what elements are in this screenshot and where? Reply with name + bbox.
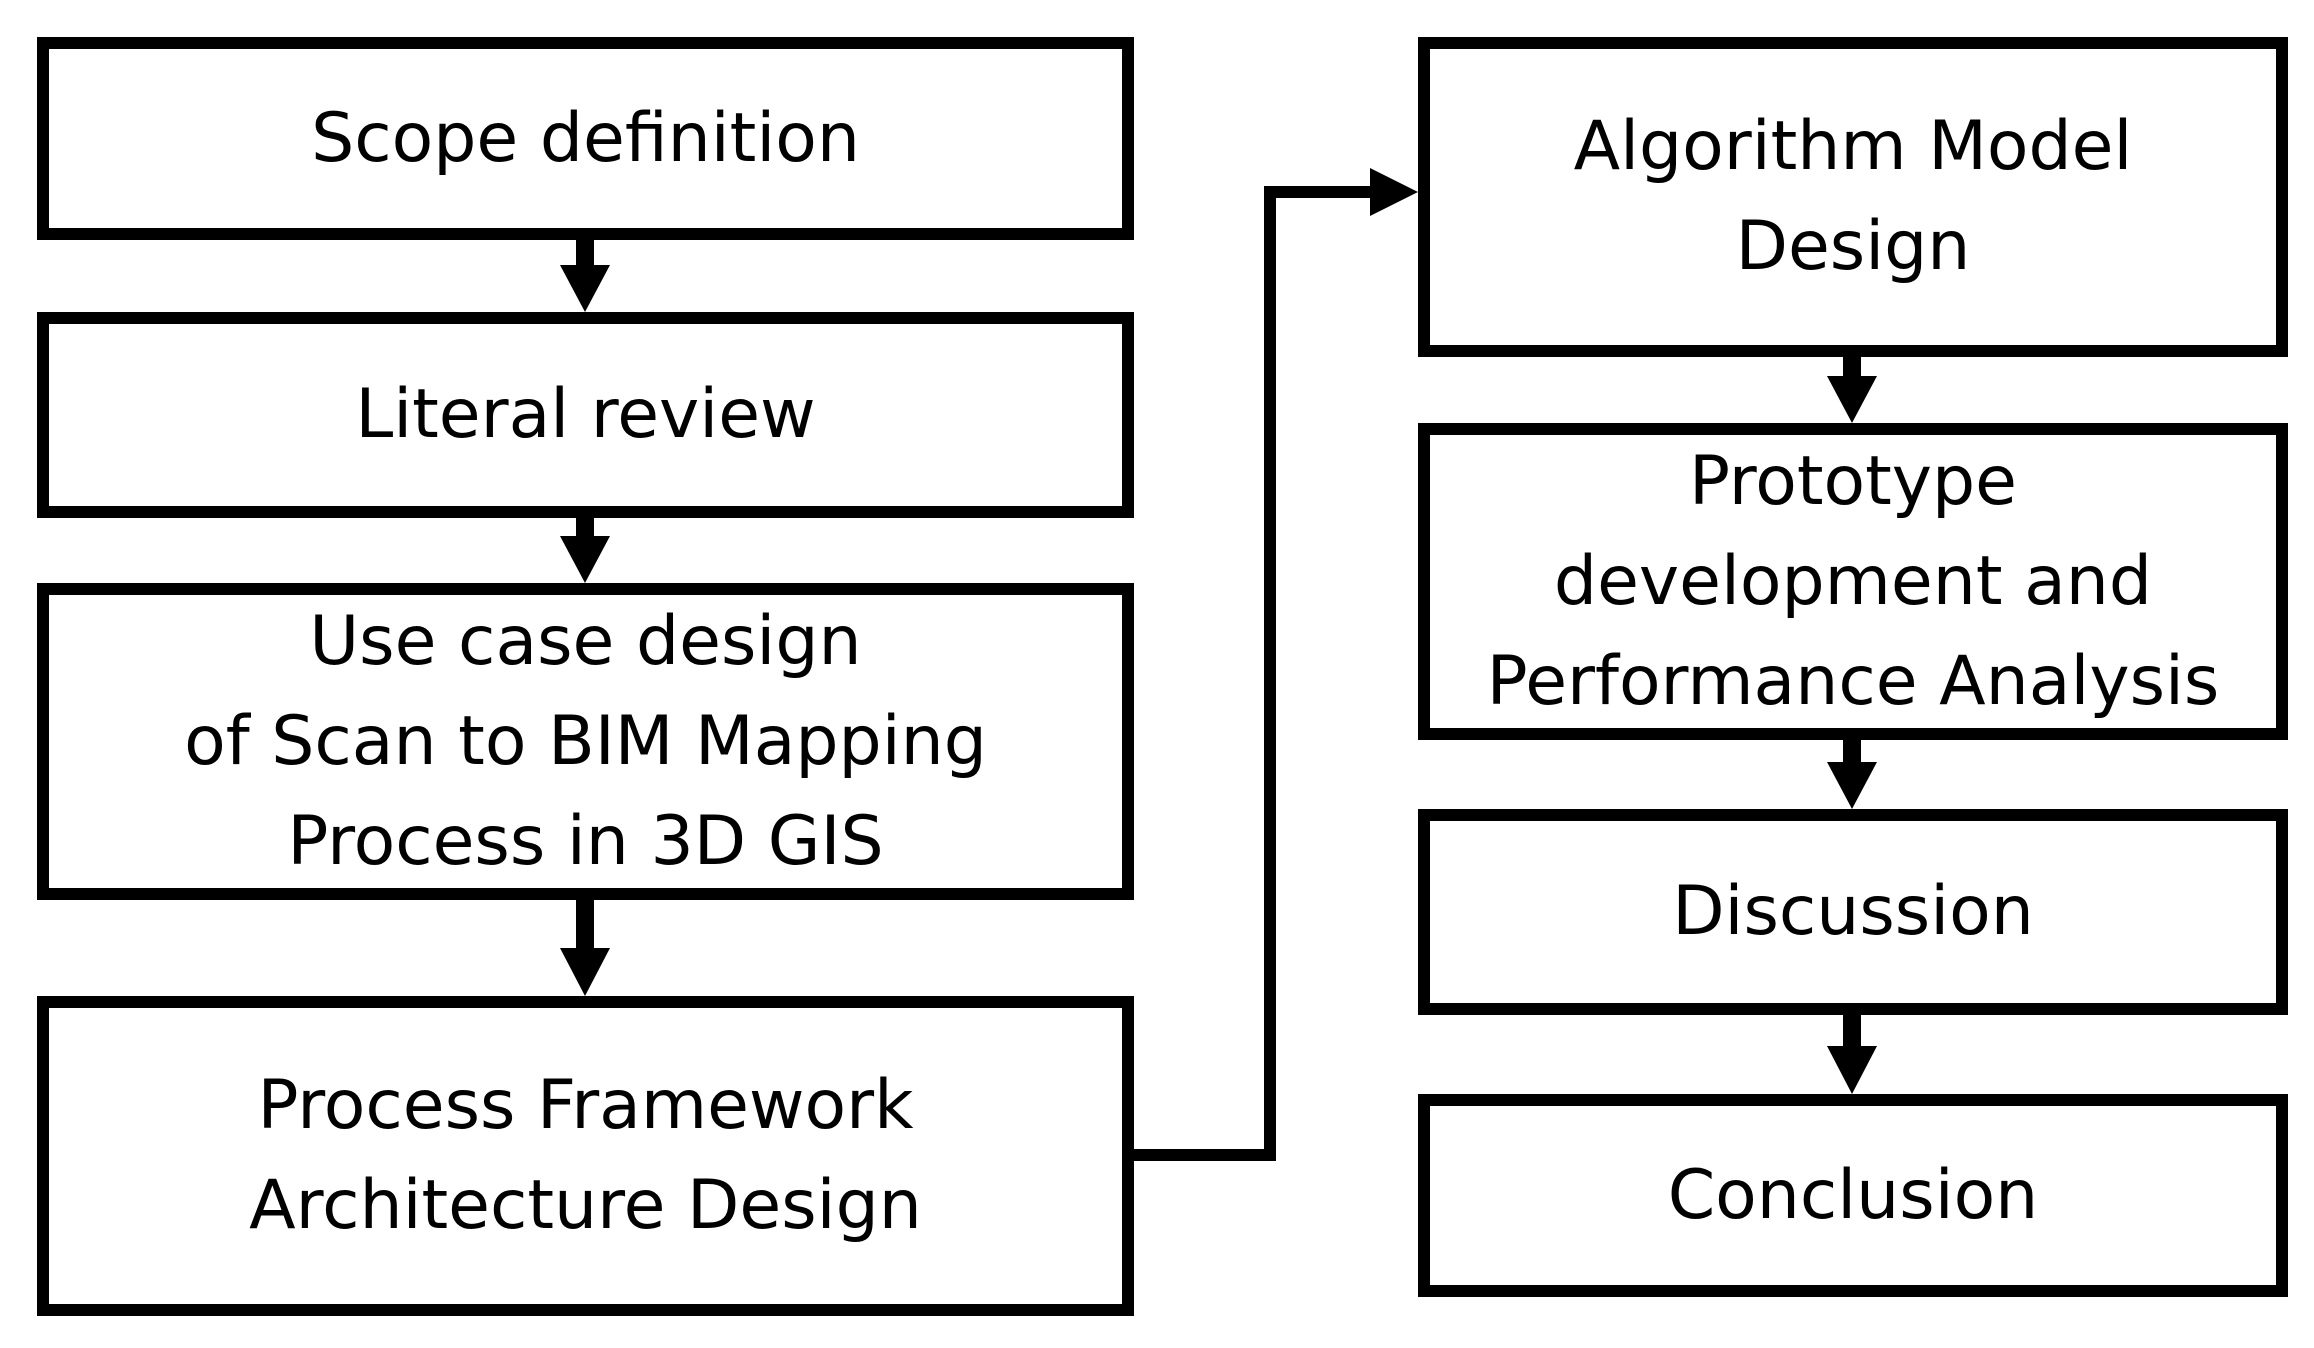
step-use-case-design-label: Use case design of Scan to BIM Mapping P… <box>184 601 987 881</box>
arrow-discussion-to-conclusion-head <box>1827 1046 1877 1094</box>
arrow-usecase-to-framework-head <box>560 948 610 996</box>
step-prototype-development-label: Prototype development and Performance An… <box>1486 441 2220 721</box>
step-use-case-design: Use case design of Scan to BIM Mapping P… <box>37 583 1134 900</box>
arrow-algorithm-to-prototype-head <box>1827 376 1877 423</box>
step-algorithm-model-design: Algorithm Model Design <box>1418 37 2288 357</box>
arrow-scope-to-literal-head <box>560 265 610 312</box>
arrow-framework-to-algorithm-head <box>1370 168 1418 216</box>
arrow-literal-to-usecase-head <box>560 536 610 583</box>
step-literal-review: Literal review <box>37 312 1134 518</box>
step-process-framework: Process Framework Architecture Design <box>37 996 1134 1316</box>
step-conclusion: Conclusion <box>1418 1094 2288 1297</box>
arrow-prototype-to-discussion-head <box>1827 762 1877 809</box>
step-algorithm-model-design-label: Algorithm Model Design <box>1573 107 2133 286</box>
arrow-framework-to-algorithm-path <box>1134 186 1375 1161</box>
step-scope-definition: Scope definition <box>37 37 1134 240</box>
step-discussion: Discussion <box>1418 809 2288 1015</box>
step-prototype-development: Prototype development and Performance An… <box>1418 423 2288 740</box>
step-scope-definition-label: Scope definition <box>311 98 860 178</box>
step-discussion-label: Discussion <box>1672 872 2034 951</box>
step-process-framework-label: Process Framework Architecture Design <box>249 1066 922 1245</box>
step-literal-review-label: Literal review <box>355 375 816 454</box>
step-conclusion-label: Conclusion <box>1667 1155 2039 1235</box>
